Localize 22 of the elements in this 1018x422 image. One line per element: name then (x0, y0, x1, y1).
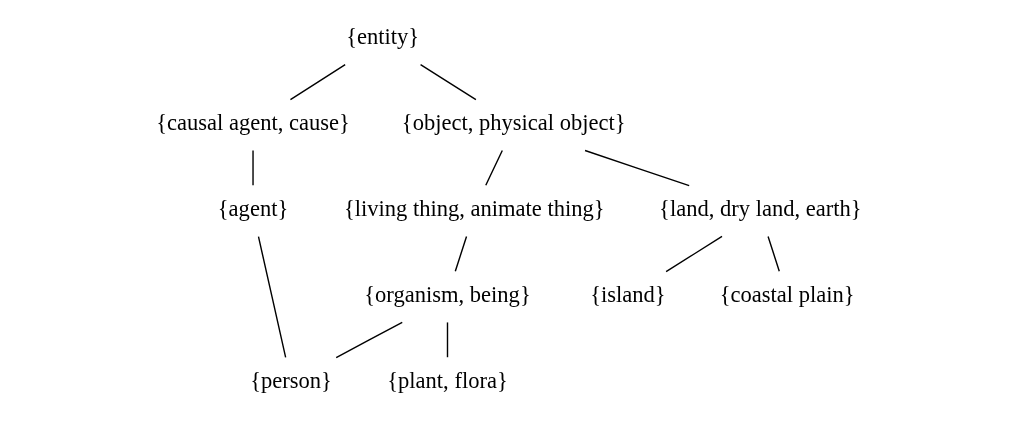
connector (583, 149, 690, 187)
node-text: {entity} (345, 24, 419, 50)
connector (766, 235, 780, 272)
connector (419, 63, 477, 101)
connector (454, 235, 467, 272)
connector (664, 235, 723, 273)
node-text: {agent} (217, 196, 288, 222)
node-text: {plant, flora} (386, 368, 508, 394)
node-text: {person} (249, 368, 332, 394)
node-text: {object, physical object} (401, 110, 626, 136)
connector (484, 149, 503, 186)
node-text: {living thing, animate thing} (343, 196, 605, 222)
connector (257, 235, 286, 359)
node-text: {organism, being} (363, 282, 531, 308)
node-text: {causal agent, cause} (155, 110, 350, 136)
node-text: {island} (589, 282, 666, 308)
node-text: {land, dry land, earth} (658, 196, 862, 222)
connector (251, 149, 254, 186)
connector (446, 321, 448, 358)
connector (335, 321, 403, 359)
node-text: {coastal plain} (719, 282, 855, 308)
connector (289, 63, 346, 101)
